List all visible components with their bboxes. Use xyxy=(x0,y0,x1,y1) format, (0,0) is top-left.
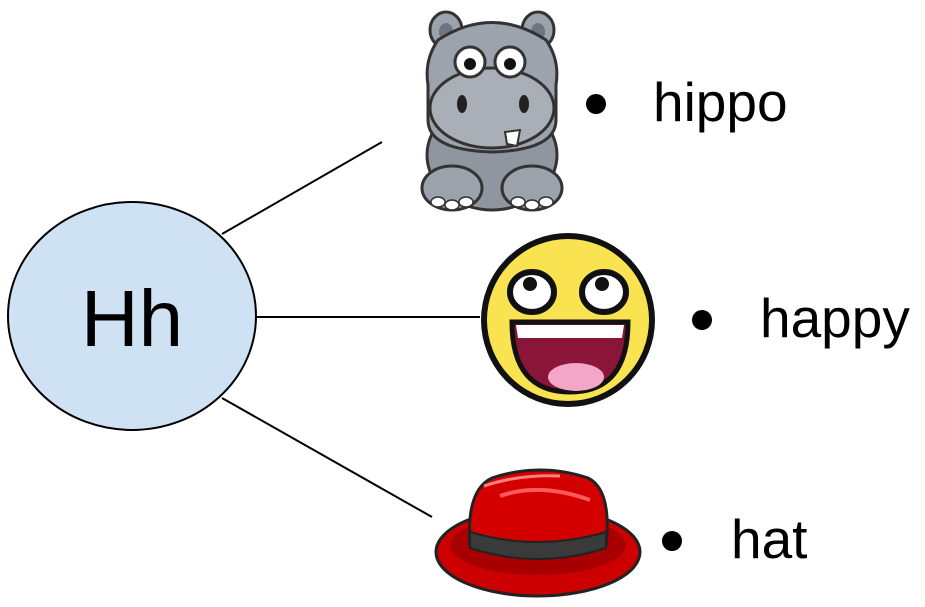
item-hippo: hippo xyxy=(586,71,788,133)
item-hat: hat xyxy=(662,508,807,570)
item-word-hippo: hippo xyxy=(653,71,788,133)
hippo-icon xyxy=(420,10,564,212)
connector-hippo xyxy=(221,141,383,235)
item-word-happy: happy xyxy=(760,287,910,349)
connector-hat xyxy=(221,397,433,518)
item-word-hat: hat xyxy=(731,508,807,570)
bullet-happy xyxy=(692,310,712,330)
bullet-hat xyxy=(662,531,682,551)
center-node: Hh xyxy=(7,201,257,431)
bullet-hippo xyxy=(586,94,606,114)
happy-face-icon xyxy=(481,233,655,407)
center-label: Hh xyxy=(81,274,183,363)
item-happy: happy xyxy=(692,287,910,349)
center-circle xyxy=(7,201,257,431)
red-hat-icon xyxy=(434,468,642,598)
